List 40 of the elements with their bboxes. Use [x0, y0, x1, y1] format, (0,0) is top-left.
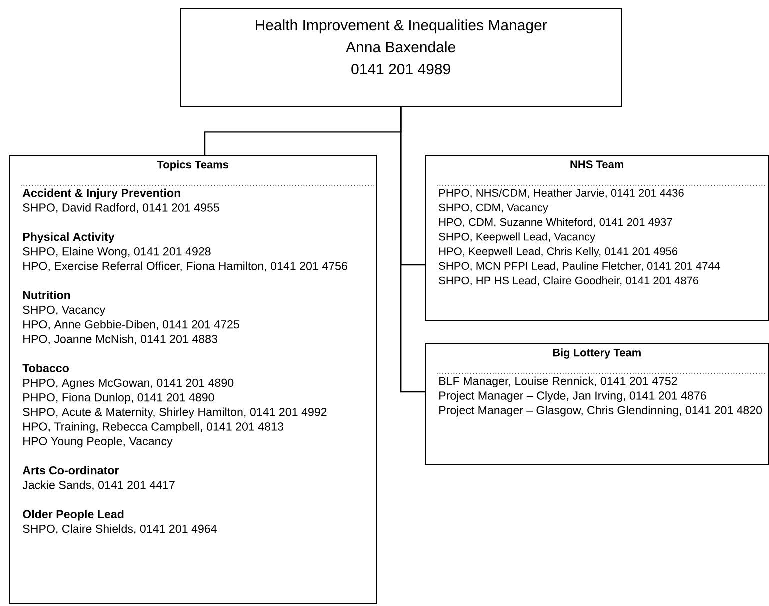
staff-entry: Project Manager – Clyde, Jan Irving, 0141 201 4876 [440, 391, 706, 402]
section-heading: Tobacco [22, 364, 69, 372]
section-heading: Arts Co-ordinator [22, 466, 120, 475]
section-heading: Accident & Injury Prevention [22, 188, 180, 200]
staff-entry: HPO, Keepwell Lead, Chris Kelly, 0141 201 4956 [440, 247, 678, 258]
manager-box [180, 8, 622, 108]
staff-entry: SHPO, Claire Shields, 0141 201 4964 [23, 524, 217, 534]
team-box [425, 155, 769, 322]
staff-entry: HPO Young People, Vacancy [24, 436, 173, 448]
staff-entry: SHPO, Elaine Wong, 0141 201 4928 [23, 247, 211, 258]
team-box [9, 155, 378, 604]
staff-entry: SHPO, MCN PFPI Lead, Pauline Fletcher, 0141 201 4744 [439, 262, 720, 272]
heading-text: Health Improvement & Inequalities Manager [256, 20, 548, 34]
section-heading: Physical Activity [23, 232, 115, 244]
staff-entry: SHPO, HP HS Lead, Claire Goodheir, 0141 201 4876 [439, 276, 699, 286]
staff-entry: HPO, CDM, Suzanne Whiteford, 0141 201 4937 [440, 218, 672, 228]
staff-entry: BLF Manager, Louise Rennick, 0141 201 4752 [440, 376, 678, 388]
team-heading: NHS Team [570, 160, 624, 168]
staff-entry: PHPO, NHS/CDM, Heather Jarvie, 0141 201 4436 [440, 188, 684, 198]
team-heading: Topics Teams [157, 160, 229, 171]
section-heading: Nutrition [23, 290, 70, 300]
staff-entry: HPO, Training, Rebecca Campbell, 0141 201 4813 [24, 422, 284, 434]
connector-line [400, 107, 425, 393]
staff-entry: SHPO, Vacancy [23, 306, 106, 316]
heading-text: Anna Baxendale [346, 42, 456, 53]
staff-entry: PHPO, Agnes McGowan, 0141 201 4890 [24, 378, 234, 390]
team-box [425, 343, 769, 466]
staff-entry: HPO, Exercise Referral Officer, Fiona Hamilton, 0141 201 4756 [24, 262, 348, 272]
staff-entry: SHPO, Acute & Maternity, Shirley Hamilton, 0141 201 4992 [23, 408, 327, 419]
staff-entry: SHPO, David Radford, 0141 201 4955 [23, 203, 220, 214]
staff-entry: HPO, Anne Gebbie-Diben, 0141 201 4725 [24, 320, 240, 330]
staff-entry: Jackie Sands, 0141 201 4417 [22, 480, 175, 491]
staff-entry: SHPO, Keepwell Lead, Vacancy [439, 232, 596, 243]
staff-entry: HPO, Joanne McNish, 0141 201 4883 [24, 334, 218, 345]
staff-entry: SHPO, CDM, Vacancy [439, 204, 548, 214]
staff-entry: PHPO, Fiona Dunlop, 0141 201 4890 [24, 393, 214, 404]
heading-text: 0141 201 4989 [352, 64, 450, 75]
team-heading: Big Lottery Team [553, 348, 641, 359]
staff-entry: Project Manager – Glasgow, Chris Glendinning, 0141 201 4820 [440, 406, 762, 417]
section-heading: Older People Lead [23, 510, 124, 521]
